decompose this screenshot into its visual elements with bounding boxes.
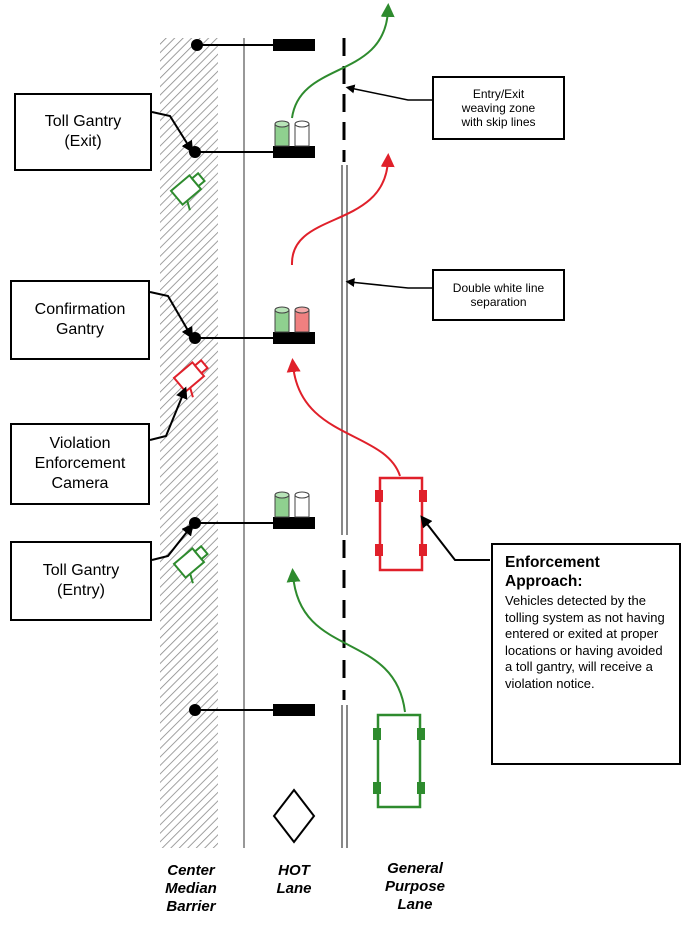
violation-camera-label: Violation Enforcement Camera <box>10 423 150 505</box>
toll-gantry-entry-value: Toll Gantry (Entry) <box>42 562 120 599</box>
median-barrier <box>160 38 218 848</box>
leader-confirmation <box>149 291 194 340</box>
enforcement-approach-box: Enforcement Approach: Vehicles detected … <box>491 543 681 765</box>
leader-toll-exit <box>151 111 194 154</box>
double-white-line <box>341 165 348 535</box>
weaving-zone-text: Entry/Exit weaving zone with skip lines <box>461 87 536 129</box>
gantry-pole-icon <box>189 704 315 716</box>
camera-icon <box>172 358 209 398</box>
exit-path-arrow <box>291 3 395 119</box>
gantry-pole-icon <box>189 332 315 344</box>
signal-light-icon <box>274 306 310 333</box>
double-white-line-text: Double white line separation <box>452 281 545 309</box>
entry-path-arrow <box>286 568 406 713</box>
car-icon <box>375 476 427 572</box>
confirmation-gantry-text: Confirmation Gantry <box>34 301 126 338</box>
car-icon <box>373 713 425 809</box>
double-white-line-label: Double white line separation <box>432 269 565 321</box>
enforcement-body: Vehicles detected by the tolling system … <box>505 593 665 691</box>
enforcement-title: Enforcement Approach: <box>505 554 600 590</box>
double-white-line-bottom <box>341 705 348 848</box>
gantry-pole-icon <box>191 39 315 51</box>
camera-icon <box>169 171 206 211</box>
gantry-pole-icon <box>189 517 315 529</box>
diamond-marker-icon <box>272 788 316 844</box>
violation-camera-text: Violation Enforcement Camera <box>34 435 126 492</box>
toll-gantry-exit-text: Toll Gantry (Exit) <box>44 113 122 150</box>
axis-label-hot: HOT Lane <box>276 862 312 897</box>
exit-path-arrow <box>290 153 395 266</box>
leader-enforcement <box>420 515 490 561</box>
toll-gantry-entry-text: Toll Gantry (Entry) <box>43 561 119 601</box>
axis-label-median: Center Median Barrier <box>165 862 217 915</box>
weaving-zone-label: Entry/Exit weaving zone with skip lines <box>432 76 565 140</box>
toll-gantry-entry-label: Toll Gantry (Entry) <box>10 541 152 621</box>
toll-gantry-exit-label: Toll Gantry (Exit) <box>14 93 152 171</box>
violation-path-arrow <box>286 358 401 477</box>
leader-weaving-zone <box>345 84 432 101</box>
leader-violation-camera <box>149 386 188 441</box>
leader-toll-entry <box>151 523 194 561</box>
signal-light-icon <box>274 120 310 147</box>
signal-light-icon <box>274 491 310 518</box>
axis-label-general: General Purpose Lane <box>384 860 445 913</box>
confirmation-gantry-label: Confirmation Gantry <box>10 280 150 360</box>
leader-double-line <box>345 277 432 289</box>
camera-icon <box>172 544 209 584</box>
